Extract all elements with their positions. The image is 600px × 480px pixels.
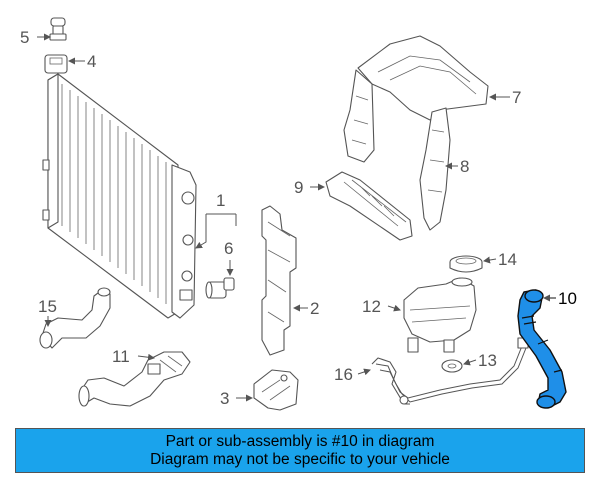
part-15-hose: 15 [38, 287, 111, 349]
callout-9: 9 [294, 178, 303, 197]
callout-2: 2 [310, 299, 319, 318]
part-9-duct: 9 [294, 171, 413, 241]
callout-16: 16 [334, 365, 353, 384]
callout-3: 3 [220, 389, 229, 408]
part-13-clip: 13 [441, 351, 497, 373]
info-banner: Part or sub-assembly is #10 in diagram D… [15, 428, 585, 473]
part-5-plug: 5 [20, 17, 67, 47]
radiator-core [42, 73, 197, 319]
part-12-reservoir: 12 [362, 277, 477, 353]
callout-11: 11 [112, 347, 130, 366]
part-14-cap: 14 [449, 250, 517, 273]
part-16-vent-line: 16 [334, 337, 529, 405]
banner-line-1: Part or sub-assembly is #10 in diagram [165, 432, 435, 450]
part-7-frame: 7 [357, 35, 521, 121]
callout-1: 1 [216, 191, 225, 210]
callout-8: 8 [460, 157, 469, 176]
part-4-mount: 4 [44, 52, 96, 74]
part-2-air-guide: 2 [261, 205, 319, 356]
callout-5: 5 [20, 28, 29, 47]
part-3-bracket: 3 [220, 369, 299, 411]
part-11-hose: 11 [78, 347, 191, 407]
callout-10: 10 [558, 289, 577, 308]
part-6-drain-valve: 6 [205, 239, 235, 299]
callout-7: 7 [512, 88, 521, 107]
part-1-callout: 1 [195, 191, 237, 249]
callout-14: 14 [498, 250, 517, 269]
part-10-hose-highlighted: 10 [517, 289, 577, 409]
frame-left-support [343, 69, 375, 163]
callout-6: 6 [224, 239, 233, 258]
callout-15: 15 [38, 297, 57, 316]
callout-12: 12 [362, 297, 381, 316]
part-8-support: 8 [419, 107, 469, 231]
callout-4: 4 [87, 52, 96, 71]
callout-13: 13 [478, 351, 497, 370]
banner-line-2: Diagram may not be specific to your vehi… [150, 450, 450, 468]
